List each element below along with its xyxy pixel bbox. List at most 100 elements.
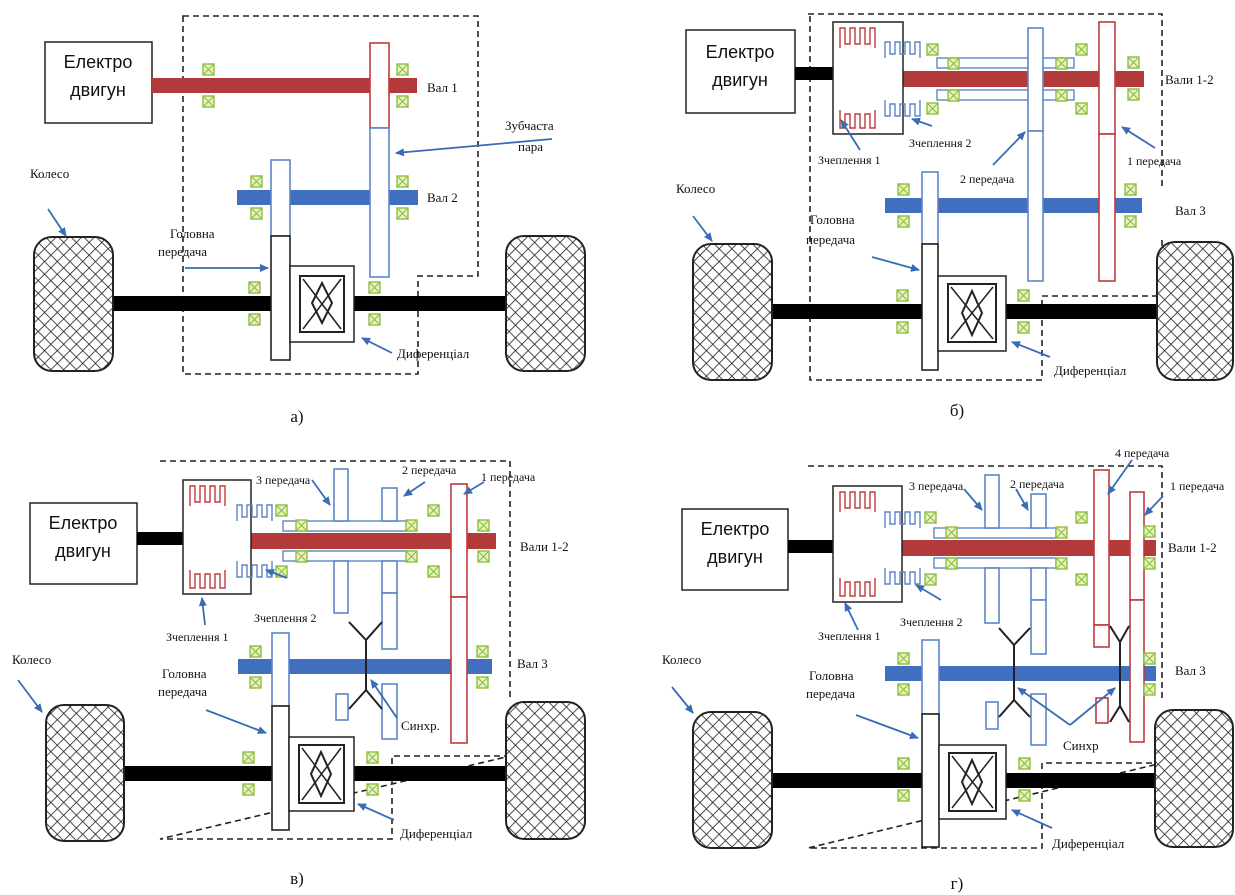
- differential: [289, 265, 355, 343]
- gear-4-label: 4 передача: [1115, 446, 1170, 460]
- arrows: [17, 479, 485, 821]
- motor-label-line1: Електро: [64, 52, 133, 72]
- gear-2-bottom: [1027, 130, 1044, 282]
- panel-c: Електро двигун: [12, 460, 586, 888]
- shaft-2: [237, 190, 418, 205]
- differential: [288, 736, 355, 812]
- gear-4-bottom: [1093, 624, 1110, 648]
- clutch-1-label: Зчеплення 1: [818, 153, 880, 167]
- wheel-label: Колесо: [662, 652, 701, 667]
- shaft-3-label: Вал 3: [1175, 663, 1206, 678]
- motor-label-line1: Електро: [49, 513, 118, 533]
- wheel-right: [505, 235, 586, 372]
- arrows: [692, 117, 1156, 358]
- gear-3-driven: [335, 693, 349, 721]
- gear-2-label: 2 передача: [960, 172, 1015, 186]
- gear-3-driven: [985, 701, 999, 730]
- gear-2-driven: [381, 592, 398, 650]
- clutch-2-label: Зчеплення 2: [254, 611, 316, 625]
- clutch-1: [832, 21, 904, 135]
- bearings: [242, 504, 490, 796]
- clutch-2: [884, 41, 921, 117]
- wheel-left: [692, 711, 773, 849]
- gear-1-bottom: [1098, 133, 1116, 282]
- electric-motor: Електро двигун: [29, 502, 138, 585]
- main-gear-blue: [270, 159, 291, 237]
- gear-2-top: [1030, 493, 1047, 529]
- clutch-1: [182, 479, 252, 595]
- motor-label-line1: Електро: [706, 42, 775, 62]
- wheel-right: [1156, 241, 1234, 381]
- caption-b: б): [950, 401, 964, 420]
- shafts-1-2: [187, 533, 496, 549]
- main-gear-label-line2: передача: [158, 244, 207, 259]
- synchro-label: Синхр.: [401, 718, 440, 733]
- clutch-2-label: Зчеплення 2: [909, 136, 971, 150]
- wheel-left: [33, 236, 114, 372]
- gear-3-bottom: [333, 560, 349, 614]
- shaft-1-label: Вал 1: [427, 80, 458, 95]
- bearings: [202, 63, 409, 326]
- wheel-label: Колесо: [30, 166, 69, 181]
- panel-a: Електро двигун: [30, 15, 586, 426]
- main-gear-black: [921, 713, 940, 848]
- gear-1-label: 1 передача: [1170, 479, 1225, 493]
- differential-label: Диференціал: [397, 346, 470, 361]
- differential-label: Диференціал: [400, 826, 473, 841]
- gear-1-label: 1 передача: [481, 470, 536, 484]
- housing-outline: [182, 15, 479, 375]
- synchronizer-a: [998, 627, 1031, 718]
- shafts-1-2: [838, 540, 1156, 556]
- wheel-label: Колесо: [676, 181, 715, 196]
- arrows: [671, 459, 1164, 829]
- main-gear-label-line1: Головна: [810, 212, 855, 227]
- main-gear-label-line2: передача: [806, 686, 855, 701]
- motor-label-line2: двигун: [707, 547, 763, 567]
- main-gear-label-line1: Головна: [170, 226, 215, 241]
- gear-2-top: [1027, 27, 1044, 132]
- shaft-1: [152, 78, 417, 93]
- synchronizer-b: [1109, 625, 1130, 723]
- shafts-1-2-label: Вали 1-2: [1168, 540, 1217, 555]
- gear-2-top: [381, 487, 398, 522]
- motor-label-line1: Електро: [701, 519, 770, 539]
- arrows: [47, 138, 553, 354]
- main-gear-blue: [921, 171, 939, 245]
- clutch-2: [884, 511, 921, 585]
- gear-3-label: 3 передача: [909, 479, 964, 493]
- gear-3-top: [333, 468, 349, 522]
- shaft-3: [885, 666, 1156, 681]
- input-shaft: [788, 540, 838, 553]
- clutch-1-label: Зчеплення 1: [818, 629, 880, 643]
- synchro-label: Синхр: [1063, 738, 1099, 753]
- clutch-1: [832, 485, 903, 603]
- shaft-3: [885, 198, 1142, 213]
- gear-2-bottom: [381, 560, 398, 594]
- shafts-1-2-label: Вали 1-2: [1165, 72, 1214, 87]
- panel-b: Електро двигун: [676, 13, 1234, 420]
- gear-2-mid: [1030, 599, 1047, 655]
- gear-3-label: 3 передача: [256, 473, 311, 487]
- shaft-3-label: Вал 3: [1175, 203, 1206, 218]
- differential: [938, 744, 1007, 820]
- gear-1-top: [1129, 491, 1145, 601]
- bearings: [897, 511, 1156, 802]
- motor-label-line2: двигун: [55, 541, 111, 561]
- wheel-right: [505, 701, 586, 840]
- gear-pair-label-line1: Зубчаста: [505, 118, 554, 133]
- synchronizer: [348, 621, 383, 710]
- input-shaft: [137, 532, 187, 545]
- gear-2-driven: [1030, 693, 1047, 746]
- shafts-1-2: [840, 71, 1144, 87]
- hollow-shaft-top: [936, 57, 1075, 69]
- electric-motor: Електро двигун: [44, 41, 153, 124]
- main-gear-label-line1: Головна: [162, 666, 207, 681]
- main-gear-label-line2: передача: [806, 232, 855, 247]
- gear-4-top: [1093, 469, 1110, 626]
- electric-motor: Електро двигун: [685, 29, 796, 114]
- wheel-left: [45, 704, 125, 842]
- wheel-left: [692, 243, 773, 381]
- electric-motor: Електро двигун: [681, 508, 789, 591]
- main-gear-label-line2: передача: [158, 684, 207, 699]
